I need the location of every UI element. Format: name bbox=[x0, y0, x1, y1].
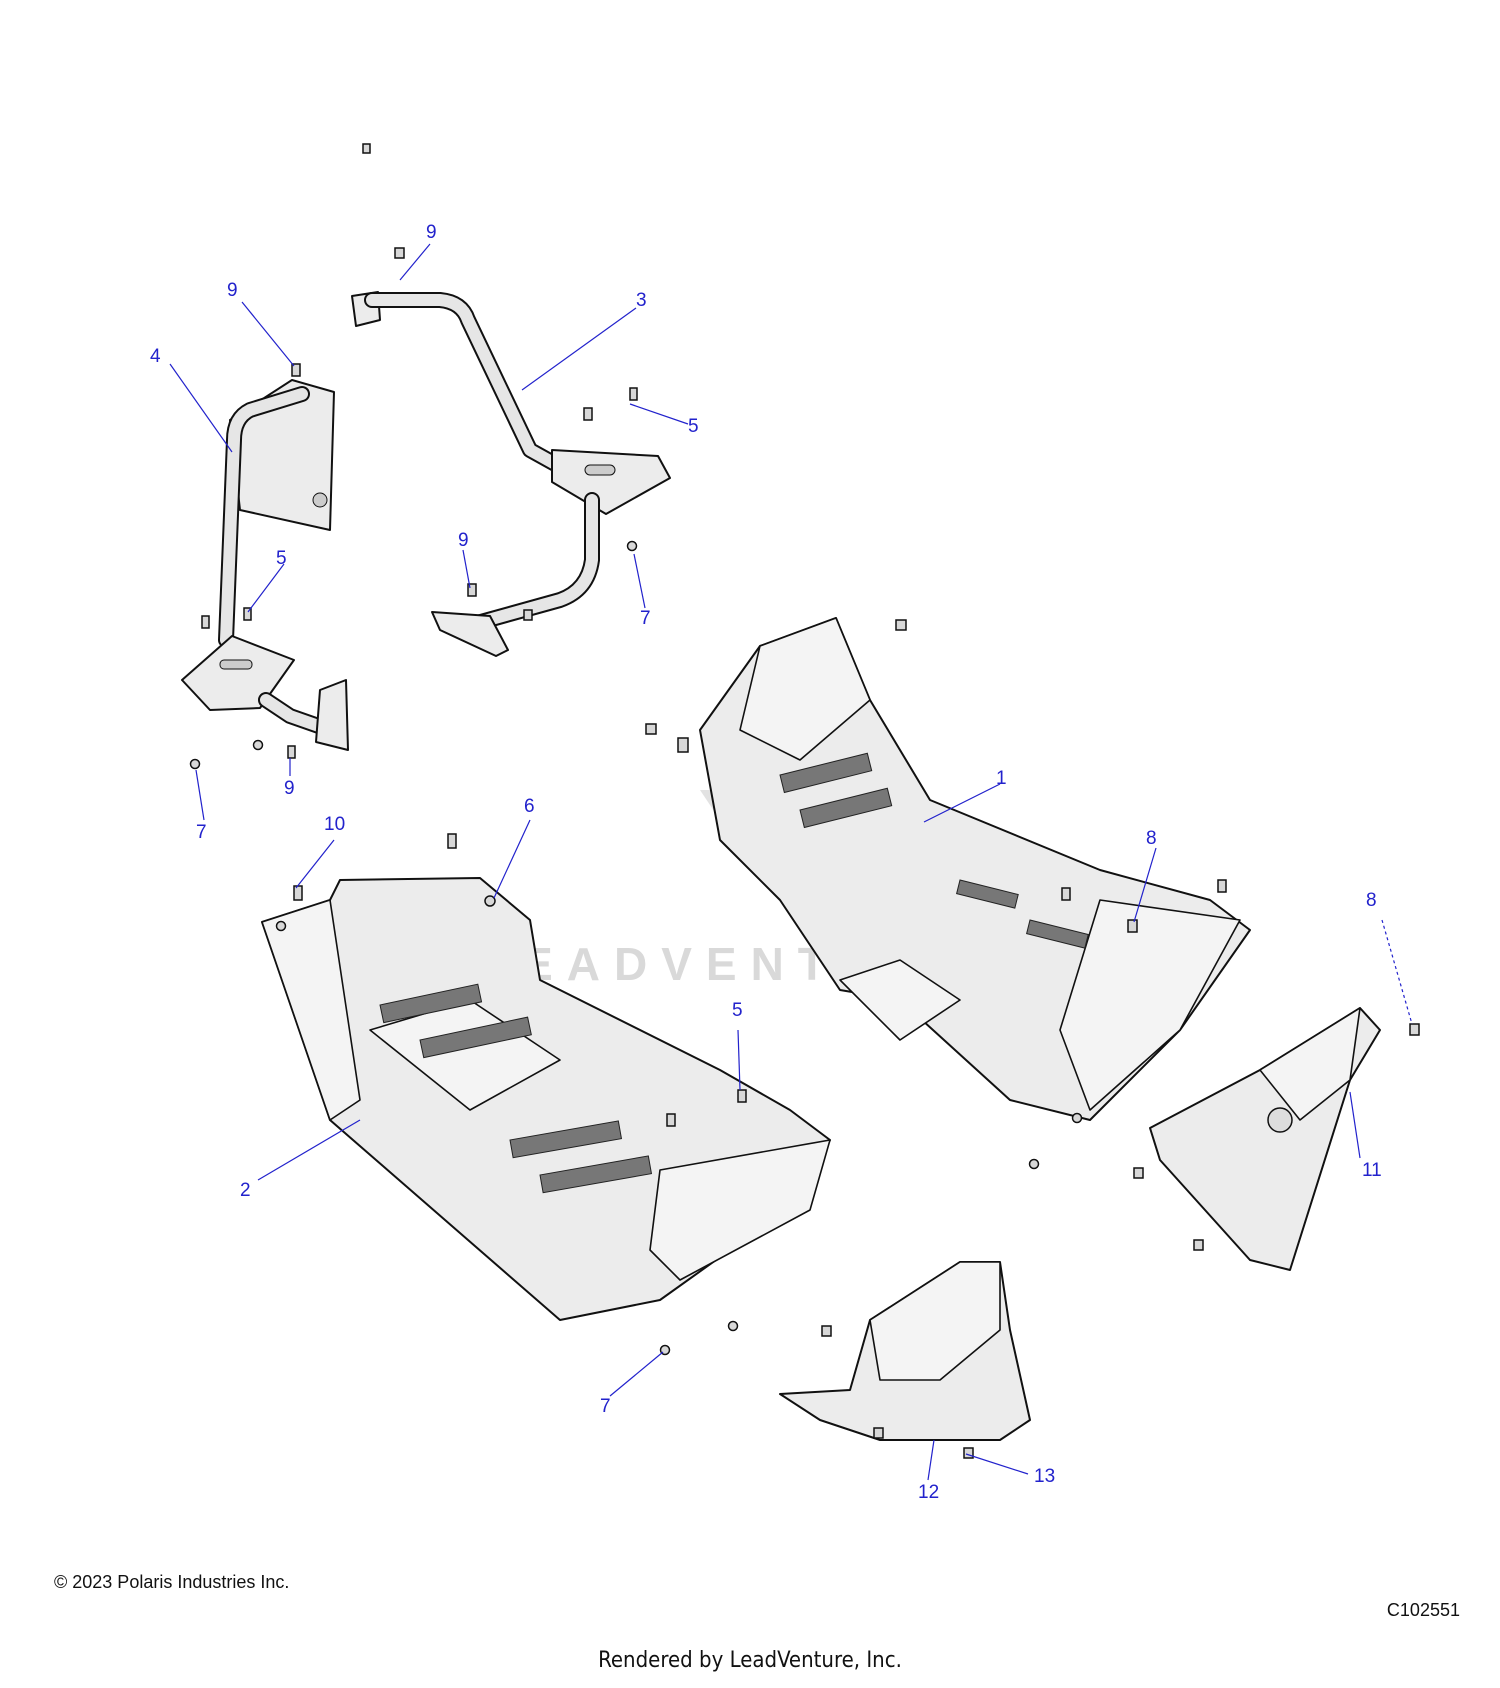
fastener-icon bbox=[645, 723, 657, 735]
fastener-icon bbox=[1028, 1158, 1040, 1170]
callout-5: 5 bbox=[276, 548, 287, 569]
side-panel-right-part bbox=[1149, 1007, 1381, 1271]
fastener-icon bbox=[467, 583, 477, 597]
fastener-icon bbox=[291, 363, 301, 377]
callout-12: 12 bbox=[918, 1482, 939, 1503]
callout-7: 7 bbox=[196, 822, 207, 843]
callout-2: 2 bbox=[240, 1180, 251, 1201]
fastener-icon bbox=[275, 920, 287, 932]
callout-5: 5 bbox=[732, 1000, 743, 1021]
fastener-icon bbox=[252, 739, 264, 751]
fastener-icon bbox=[737, 1089, 747, 1103]
fastener-icon bbox=[666, 1113, 676, 1127]
callout-11: 11 bbox=[1362, 1160, 1382, 1181]
callout-7: 7 bbox=[640, 608, 651, 629]
callout-9: 9 bbox=[284, 778, 295, 799]
fastener-icon bbox=[362, 143, 371, 154]
fastener-icon bbox=[447, 833, 457, 849]
fastener-icon bbox=[1061, 887, 1071, 901]
copyright-text: © 2023 Polaris Industries Inc. bbox=[54, 1572, 290, 1592]
fastener-icon bbox=[1071, 1112, 1083, 1124]
callout-3: 3 bbox=[636, 290, 647, 311]
rendered-by-text: Rendered by LeadVenture, Inc. bbox=[598, 1648, 902, 1673]
leader-lines bbox=[169, 243, 1413, 1481]
callout-1: 1 bbox=[996, 768, 1007, 789]
callout-labels: 9 9 3 4 5 5 9 7 9 7 1 6 10 8 8 5 2 11 7 … bbox=[150, 222, 1382, 1503]
callout-4: 4 bbox=[150, 346, 161, 367]
fastener-icon bbox=[189, 758, 201, 770]
fastener-icon bbox=[629, 387, 638, 401]
fastener-icon bbox=[895, 619, 907, 631]
diagram-code: C102551 bbox=[1386, 1600, 1460, 1620]
callout-9: 9 bbox=[227, 280, 238, 301]
fastener-icon bbox=[243, 607, 252, 621]
floor-pan-right-part bbox=[699, 617, 1251, 1121]
fastener-icon bbox=[626, 540, 638, 552]
fastener-icon bbox=[583, 407, 593, 421]
callout-8: 8 bbox=[1366, 890, 1377, 911]
lower-bracket-part bbox=[779, 1261, 1031, 1441]
fastener-icon bbox=[293, 885, 303, 901]
grab-bar-left-part bbox=[181, 379, 349, 751]
callout-8: 8 bbox=[1146, 828, 1157, 849]
fastener-icon bbox=[484, 895, 496, 907]
callout-13: 13 bbox=[1034, 1466, 1055, 1487]
fastener-icon bbox=[873, 1427, 884, 1439]
fastener-icon bbox=[1133, 1167, 1144, 1179]
fastener-icon bbox=[1127, 919, 1138, 933]
fastener-icon bbox=[287, 745, 296, 759]
fastener-icon bbox=[677, 737, 689, 753]
fastener-icon bbox=[727, 1320, 739, 1332]
fastener-icon bbox=[1217, 879, 1227, 893]
grab-bar-right-part bbox=[351, 291, 671, 657]
fastener-icon bbox=[1409, 1023, 1420, 1036]
callout-6: 6 bbox=[524, 796, 535, 817]
fasteners bbox=[189, 143, 1420, 1459]
fastener-icon bbox=[963, 1447, 974, 1459]
fastener-icon bbox=[523, 609, 533, 621]
fastener-icon bbox=[1193, 1239, 1204, 1251]
callout-9: 9 bbox=[458, 530, 469, 551]
callout-9: 9 bbox=[426, 222, 437, 243]
callout-10: 10 bbox=[324, 814, 345, 835]
fastener-icon bbox=[821, 1325, 832, 1337]
callout-7: 7 bbox=[600, 1396, 611, 1417]
fastener-icon bbox=[394, 247, 405, 259]
callout-5: 5 bbox=[688, 416, 699, 437]
floor-pan-left-part bbox=[261, 877, 831, 1321]
fastener-icon bbox=[201, 615, 210, 629]
